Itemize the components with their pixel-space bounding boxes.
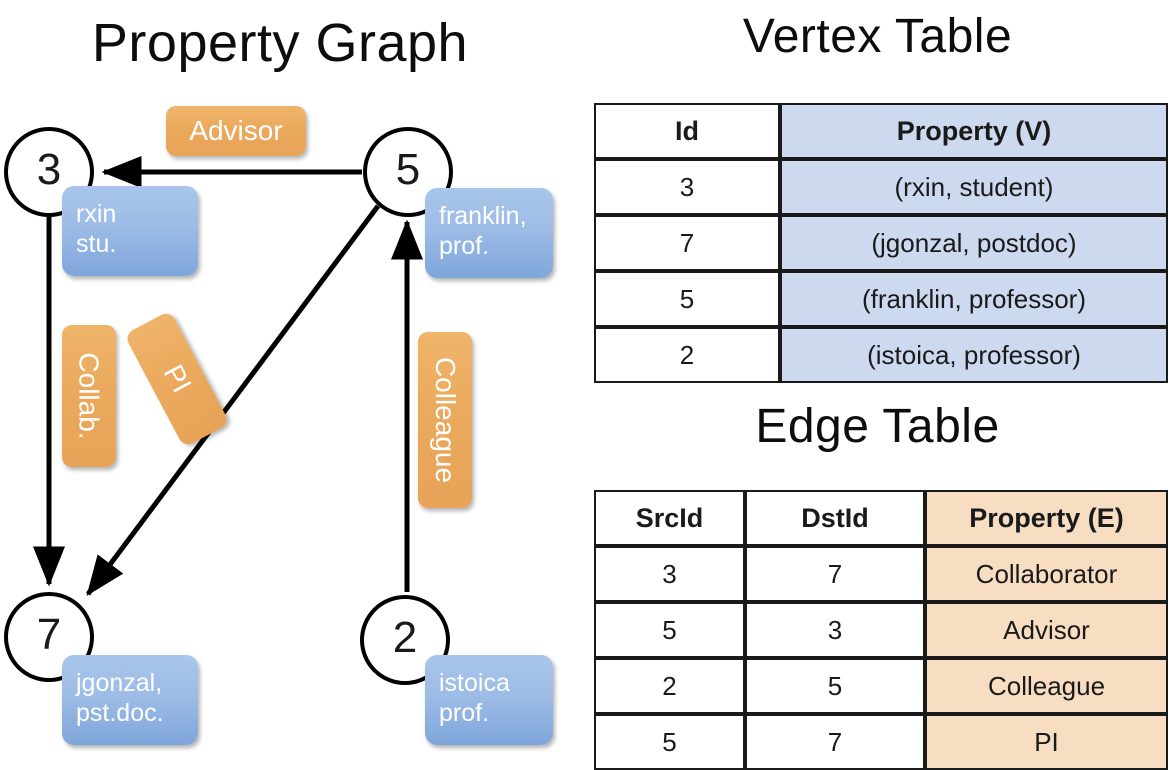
edge-table-cell-srcid: 3 bbox=[594, 546, 745, 602]
graph-node-5[interactable]: 5 bbox=[363, 127, 453, 217]
table-row: 5 3 Advisor bbox=[594, 602, 1168, 658]
edge-table-cell-dstid: 5 bbox=[745, 658, 925, 714]
vertex-property-box-7: jgonzal, pst.doc. bbox=[62, 655, 198, 745]
vertex-table-header-id: Id bbox=[594, 103, 780, 159]
vertex-property-5-line-2: prof. bbox=[439, 232, 490, 260]
vertex-table-header-row: Id Property (V) bbox=[594, 103, 1168, 159]
edge-table-cell-srcid: 2 bbox=[594, 658, 745, 714]
edge-label-advisor: Advisor bbox=[166, 106, 306, 156]
graph-edge-pi bbox=[85, 204, 381, 597]
graph-edges-svg bbox=[33, 156, 423, 597]
vertex-property-7-line-1: jgonzal, bbox=[76, 669, 163, 697]
edge-table-cell-dstid: 7 bbox=[745, 546, 925, 602]
vertex-table-cell-id: 2 bbox=[594, 327, 780, 383]
table-row: 5 (franklin, professor) bbox=[594, 271, 1168, 327]
vertex-property-box-3: rxin stu. bbox=[62, 186, 198, 276]
edge-label-collab-text: Collab. bbox=[74, 352, 106, 440]
vertex-property-2-line-2: prof. bbox=[439, 699, 490, 727]
edge-label-advisor-text: Advisor bbox=[189, 115, 283, 146]
graph-node-7-label: 7 bbox=[36, 610, 62, 659]
table-row: 3 7 Collaborator bbox=[594, 546, 1168, 602]
vertex-property-3-line-1: rxin bbox=[76, 200, 117, 228]
page-title-property-graph: Property Graph bbox=[91, 13, 469, 73]
property-graph-panel: Property Graph 3 5 7 2 bbox=[0, 0, 585, 760]
table-row: 3 (rxin, student) bbox=[594, 159, 1168, 215]
vertex-property-box-5: franklin, prof. bbox=[425, 188, 553, 278]
edge-table-cell-srcid: 5 bbox=[594, 602, 745, 658]
edge-label-pi-text: PI bbox=[157, 359, 198, 398]
graph-node-5-label: 5 bbox=[395, 145, 421, 194]
table-row: 7 (jgonzal, postdoc) bbox=[594, 215, 1168, 271]
vertex-table: Id Property (V) 3 (rxin, student) 7 (jgo… bbox=[594, 103, 1168, 383]
vertex-table-header-property: Property (V) bbox=[780, 103, 1168, 159]
edge-table-cell-dstid: 3 bbox=[745, 602, 925, 658]
vertex-table-cell-property: (rxin, student) bbox=[780, 159, 1168, 215]
table-row: 2 (istoica, professor) bbox=[594, 327, 1168, 383]
edge-table-cell-property: Collaborator bbox=[925, 546, 1168, 602]
edge-table-cell-srcid: 5 bbox=[594, 714, 745, 770]
edge-table-header-dstid: DstId bbox=[745, 490, 925, 546]
vertex-property-3-line-2: stu. bbox=[76, 230, 117, 258]
vertex-table-cell-id: 3 bbox=[594, 159, 780, 215]
vertex-table-cell-id: 7 bbox=[594, 215, 780, 271]
vertex-table-cell-id: 5 bbox=[594, 271, 780, 327]
edge-table-header-row: SrcId DstId Property (E) bbox=[594, 490, 1168, 546]
edge-label-colleague-text: Colleague bbox=[430, 356, 462, 484]
vertex-property-box-2: istoica prof. bbox=[425, 655, 553, 745]
edge-table-cell-property: Colleague bbox=[925, 658, 1168, 714]
table-row: 5 7 PI bbox=[594, 714, 1168, 770]
graph-node-2-label: 2 bbox=[392, 613, 418, 662]
vertex-property-2-line-1: istoica bbox=[439, 669, 510, 697]
edge-table-cell-property: Advisor bbox=[925, 602, 1168, 658]
graph-node-2[interactable]: 2 bbox=[360, 595, 450, 685]
edge-table-header-property: Property (E) bbox=[925, 490, 1168, 546]
graph-node-3-label: 3 bbox=[36, 145, 62, 194]
vertex-table-cell-property: (jgonzal, postdoc) bbox=[780, 215, 1168, 271]
page-title-edge-table: Edge Table bbox=[755, 400, 1000, 453]
vertex-table-cell-property: (franklin, professor) bbox=[780, 271, 1168, 327]
vertex-property-7-line-2: pst.doc. bbox=[76, 699, 164, 727]
edge-table-cell-property: PI bbox=[925, 714, 1168, 770]
edge-table: SrcId DstId Property (E) 3 7 Collaborato… bbox=[594, 490, 1168, 770]
page-title-vertex-table: Vertex Table bbox=[742, 10, 1013, 63]
edge-label-collab: Collab. bbox=[62, 325, 116, 467]
edge-label-colleague: Colleague bbox=[418, 332, 472, 508]
edge-table-header-srcid: SrcId bbox=[594, 490, 745, 546]
edge-table-cell-dstid: 7 bbox=[745, 714, 925, 770]
vertex-table-cell-property: (istoica, professor) bbox=[780, 327, 1168, 383]
table-row: 2 5 Colleague bbox=[594, 658, 1168, 714]
vertex-property-5-line-1: franklin, bbox=[439, 202, 527, 230]
